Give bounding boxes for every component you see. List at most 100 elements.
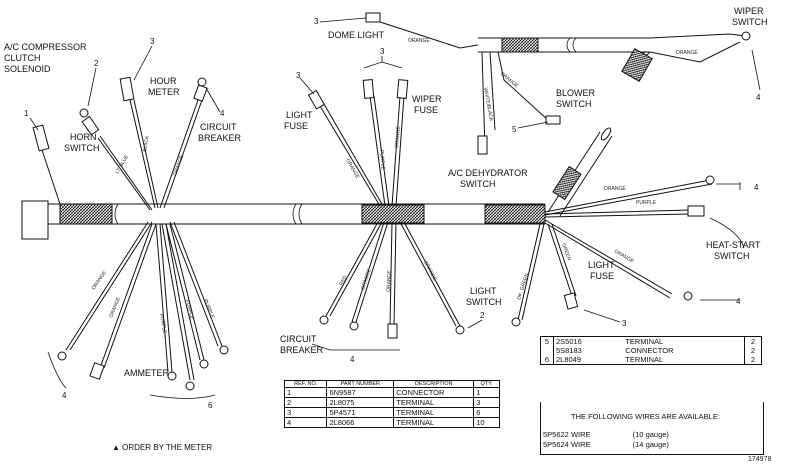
wire-label-orange-7: ORANGE: [386, 270, 393, 293]
cell-qty: 1: [473, 387, 500, 398]
label-light-switch-1: LIGHT: [470, 286, 497, 296]
table-row: 5 2S5016 TERMINAL 2: [540, 336, 762, 346]
leader-lines: [29, 17, 761, 399]
available-gauge: (14 gauge): [632, 440, 669, 449]
cell-part: 5P4571: [326, 407, 395, 418]
label-light-fuse-right-2: FUSE: [590, 271, 614, 281]
cell-part: 2L8049: [556, 355, 582, 364]
ref-num: 4: [754, 183, 759, 192]
available-row-1: 5P5622 WIRE (10 gauge): [543, 430, 669, 439]
footnote-text: ORDER BY THE METER: [122, 443, 213, 452]
cell-part: 2L8066: [326, 417, 395, 428]
wire-label-red: RED: [338, 274, 348, 286]
ref-num: 4: [220, 109, 225, 118]
cell-qty: 6: [473, 407, 500, 418]
label-light-switch-2: SWITCH: [466, 297, 502, 307]
label-ac-compressor-3: SOLENOID: [4, 64, 51, 74]
parts-table: REF. NO. PART NUMBER DESCRIPTION QTY. 1 …: [283, 380, 500, 428]
cell-desc: CONNECTOR: [625, 346, 674, 355]
main-harness: [48, 203, 546, 225]
label-horn-switch-2: SWITCH: [64, 143, 100, 153]
wire-label-orange-12: ORANGE: [604, 186, 626, 192]
label-circuit-breaker-bottom-1: CIRCUIT: [280, 334, 317, 344]
cell-part: 6N9587: [326, 387, 395, 398]
label-circuit-breaker-top-1: CIRCUIT: [200, 122, 237, 132]
ref-num: 2: [94, 59, 99, 68]
label-wiper-switch-2: SWITCH: [732, 17, 768, 27]
diagonal-branch: [547, 127, 613, 217]
cell-part: 2S5016: [556, 337, 582, 346]
cell-qty: 10: [473, 417, 500, 428]
ref-num: 4: [736, 297, 741, 306]
ref-num: 4: [62, 391, 67, 400]
label-heat-start-2: SWITCH: [714, 251, 750, 261]
cell-desc: TERMINAL: [393, 417, 475, 428]
cell-desc: TERMINAL: [625, 337, 664, 346]
wire-label-orange-11: ORANGE: [499, 71, 520, 90]
left-branch-wires: [41, 99, 223, 381]
figure-number: 174978: [748, 456, 772, 463]
wire-label-orange-6: ORANGE: [360, 268, 373, 291]
cell-desc: TERMINAL: [393, 407, 475, 418]
cell-qty: 2: [744, 355, 762, 365]
footnote: ▲ ORDER BY THE METER: [112, 443, 212, 452]
table-row: 4 2L8066 TERMINAL 10: [283, 417, 500, 428]
available-desc: WIRE: [570, 430, 591, 439]
ref-num: 3: [150, 37, 155, 46]
label-ac-dehydrator-1: A/C DEHYDRATOR: [448, 168, 528, 178]
wire-label-purple-5: PURPLE: [636, 200, 657, 206]
header-ref: REF. NO.: [283, 380, 328, 388]
available-part: 5P5622: [543, 430, 569, 439]
label-blower-switch-2: SWITCH: [556, 99, 592, 109]
available-title: THE FOLLOWING WIRES ARE AVAILABLE:: [571, 412, 720, 421]
label-circuit-breaker-bottom-2: BREAKER: [280, 345, 324, 355]
wire-label-purple-2: PURPLE: [184, 299, 195, 321]
table-row: 2 2L8075 TERMINAL 3: [283, 397, 500, 408]
ref-num: 2: [480, 311, 485, 320]
wire-label-orange-3: ORANGE: [108, 296, 122, 319]
label-dome-light: DOME LIGHT: [328, 30, 385, 40]
ref-num: 3: [622, 319, 627, 328]
upper-harness: [379, 21, 746, 151]
label-blower-switch-1: BLOWER: [556, 88, 596, 98]
parts-table-header: REF. NO. PART NUMBER DESCRIPTION QTY.: [283, 380, 500, 388]
cell-ref: 1: [283, 387, 328, 398]
wire-label-orange-13: ORANGE: [613, 249, 635, 265]
triangle-icon: ▲: [112, 443, 120, 452]
terminals: [32, 12, 751, 391]
cell-ref: 5: [540, 336, 554, 346]
label-light-fuse-right-1: LIGHT: [588, 260, 615, 270]
cell-desc: TERMINAL: [625, 355, 664, 364]
reference-numbers: 1 2 3 4 3 3 3 4 5 4 4 2 3 4 4 6: [24, 17, 761, 410]
cell-part: 5S8183: [556, 346, 582, 355]
wire-label-purple-4: PURPLE: [378, 150, 386, 171]
main-connector: [21, 200, 49, 240]
cell-ref: 2: [283, 397, 328, 408]
component-labels: A/C COMPRESSOR CLUTCH SOLENOID HORN SWIT…: [4, 6, 768, 378]
label-ac-dehydrator-2: SWITCH: [460, 179, 496, 189]
parts-table-2: 5 2S5016 TERMINAL 2 5S8183 CONNECTOR 2 6…: [540, 336, 762, 365]
label-light-fuse-left-2: FUSE: [284, 121, 308, 131]
middle-branch-wires: [319, 95, 461, 327]
cell-qty: 3: [473, 397, 500, 408]
label-ac-compressor-1: A/C COMPRESSOR: [4, 42, 87, 52]
ref-num: 3: [314, 17, 319, 26]
cell-desc: CONNECTOR: [393, 387, 475, 398]
available-gauge: (10 gauge): [632, 430, 669, 439]
label-wiper-fuse-1: WIPER: [412, 94, 442, 104]
header-qty: QTY.: [473, 380, 500, 388]
cell-qty: 2: [744, 336, 762, 346]
header-part-number: PART NUMBER: [326, 380, 395, 388]
available-row-2: 5P5624 WIRE (14 gauge): [543, 440, 669, 449]
available-part: 5P5624: [543, 440, 569, 449]
label-hour-meter-2: METER: [148, 87, 180, 97]
ref-num: 4: [350, 355, 355, 364]
wire-label-orange-8: ORANGE: [422, 260, 438, 283]
wire-label-white-black: WHITE/BLACK: [482, 87, 494, 122]
wire-label-orange-5: ORANGE: [394, 125, 402, 148]
label-heat-start-1: HEAT-START: [706, 240, 761, 250]
table-row: 5S8183 CONNECTOR 2: [540, 346, 762, 355]
label-ammeter: AMMETER: [124, 368, 170, 378]
ref-num: 1: [24, 109, 29, 118]
